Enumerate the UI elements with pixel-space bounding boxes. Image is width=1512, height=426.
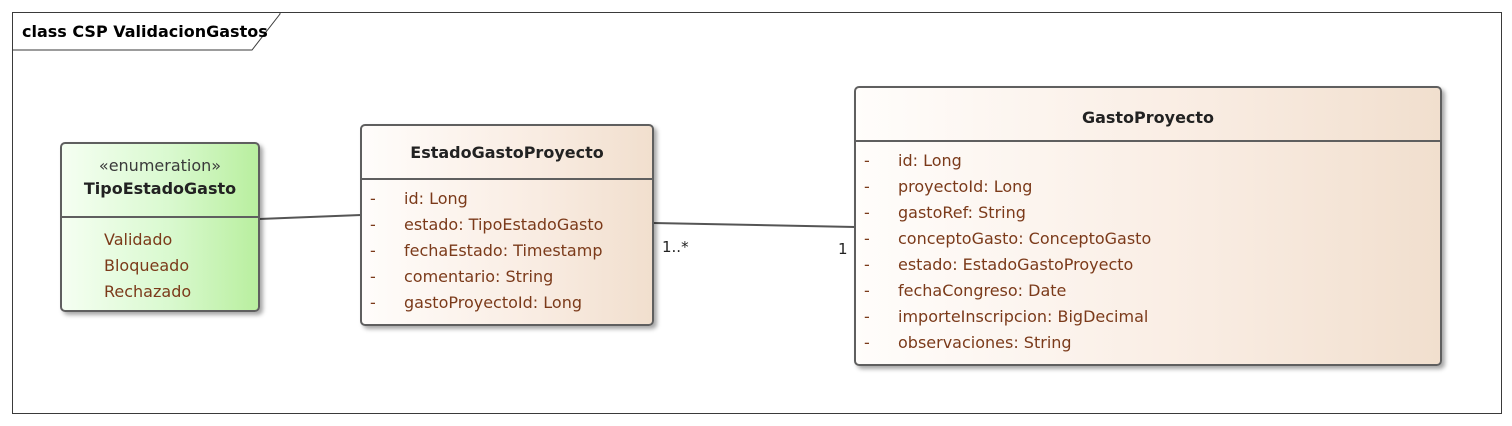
visibility-marker: - xyxy=(864,229,870,248)
visibility-marker: - xyxy=(864,151,870,170)
attribute-text: estado: EstadoGastoProyecto xyxy=(898,255,1134,274)
attribute-text: proyectoId: Long xyxy=(898,177,1033,196)
attribute-text: importeInscripcion: BigDecimal xyxy=(898,307,1149,326)
class-header: «enumeration» TipoEstadoGasto xyxy=(62,144,258,218)
class-attributes: - id: Long - proyectoId: Long - gastoRef: S… xyxy=(856,142,1440,356)
enum-literal: Bloqueado xyxy=(104,256,190,275)
attribute-text: id: Long xyxy=(404,189,468,208)
frame-title-tab xyxy=(12,12,281,51)
attribute-row[interactable]: - importeInscripcion: BigDecimal xyxy=(856,304,1440,330)
visibility-marker: - xyxy=(370,241,376,260)
visibility-marker: - xyxy=(864,255,870,274)
attribute-row[interactable]: - proyectoId: Long xyxy=(856,174,1440,200)
enum-literal: Validado xyxy=(104,230,173,249)
visibility-marker: - xyxy=(370,267,376,286)
multiplicity-target: 1 xyxy=(838,240,848,258)
attribute-text: comentario: String xyxy=(404,267,554,286)
class-name: GastoProyecto xyxy=(1081,108,1215,127)
class-tipo-estado-gasto[interactable]: «enumeration» TipoEstadoGasto Validado B… xyxy=(60,142,260,312)
visibility-marker: - xyxy=(370,189,376,208)
attribute-row[interactable]: - fechaCongreso: Date xyxy=(856,278,1440,304)
visibility-marker: - xyxy=(864,307,870,326)
attribute-text: conceptoGasto: ConceptoGasto xyxy=(898,229,1152,248)
attribute-text: fechaCongreso: Date xyxy=(898,281,1067,300)
diagram-title: class CSP ValidacionGastos xyxy=(22,22,268,41)
attribute-row[interactable]: - fechaEstado: Timestamp xyxy=(362,238,652,264)
attribute-text: observaciones: String xyxy=(898,333,1072,352)
class-name: TipoEstadoGasto xyxy=(83,179,237,198)
class-header: GastoProyecto xyxy=(856,88,1440,142)
attribute-row[interactable]: - conceptoGasto: ConceptoGasto xyxy=(856,226,1440,252)
class-estado-gasto-proyecto[interactable]: EstadoGastoProyecto - id: Long - estado: T… xyxy=(360,124,654,326)
visibility-marker: - xyxy=(370,215,376,234)
attribute-text: estado: TipoEstadoGasto xyxy=(404,215,604,234)
attribute-text: gastoRef: String xyxy=(898,203,1026,222)
attribute-row[interactable]: - id: Long xyxy=(362,186,652,212)
attribute-row[interactable]: - gastoProyectoId: Long xyxy=(362,290,652,316)
enum-literals: Validado Bloqueado Rechazado xyxy=(62,218,258,305)
multiplicity-source: 1..* xyxy=(662,238,689,256)
attribute-row[interactable]: - comentario: String xyxy=(362,264,652,290)
attribute-row[interactable]: - estado: EstadoGastoProyecto xyxy=(856,252,1440,278)
class-gasto-proyecto[interactable]: GastoProyecto - id: Long - proyectoId: Lon… xyxy=(854,86,1442,366)
attribute-text: id: Long xyxy=(898,151,962,170)
class-attributes: - id: Long - estado: TipoEstadoGasto - fech… xyxy=(362,180,652,316)
class-name: EstadoGastoProyecto xyxy=(410,143,604,162)
attribute-text: fechaEstado: Timestamp xyxy=(404,241,603,260)
attribute-row[interactable]: - observaciones: String xyxy=(856,330,1440,356)
attribute-row[interactable]: - estado: TipoEstadoGasto xyxy=(362,212,652,238)
visibility-marker: - xyxy=(370,293,376,312)
attribute-row[interactable]: - id: Long xyxy=(856,148,1440,174)
visibility-marker: - xyxy=(864,333,870,352)
enum-literal: Rechazado xyxy=(104,282,192,301)
visibility-marker: - xyxy=(864,281,870,300)
visibility-marker: - xyxy=(864,177,870,196)
class-header: EstadoGastoProyecto xyxy=(362,126,652,180)
attribute-row[interactable]: - gastoRef: String xyxy=(856,200,1440,226)
stereotype-label: «enumeration» xyxy=(98,156,222,175)
attribute-text: gastoProyectoId: Long xyxy=(404,293,582,312)
visibility-marker: - xyxy=(864,203,870,222)
